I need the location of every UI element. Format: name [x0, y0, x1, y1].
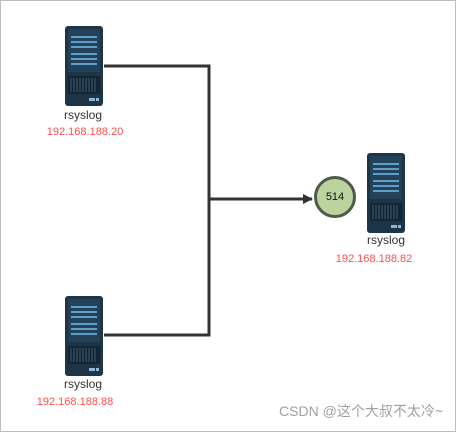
- source-server-ip: 192.168.188.20: [46, 126, 124, 138]
- source-server-name: rsyslog: [63, 108, 102, 122]
- port-circle: 514: [314, 176, 356, 218]
- target-server-name: rsyslog: [366, 233, 405, 247]
- server-icon: [65, 296, 103, 376]
- source-server-ip: 192.168.188.88: [36, 396, 114, 408]
- watermark: CSDN @这个大叔不太冷~: [279, 403, 443, 419]
- target-server-ip: 192.168.188.82: [335, 253, 413, 265]
- bottom-connector-line: [104, 199, 211, 337]
- server-icon: [65, 26, 103, 106]
- top-connector-line: [104, 64, 211, 199]
- server-icon: [367, 153, 405, 233]
- source-server-name: rsyslog: [63, 377, 102, 391]
